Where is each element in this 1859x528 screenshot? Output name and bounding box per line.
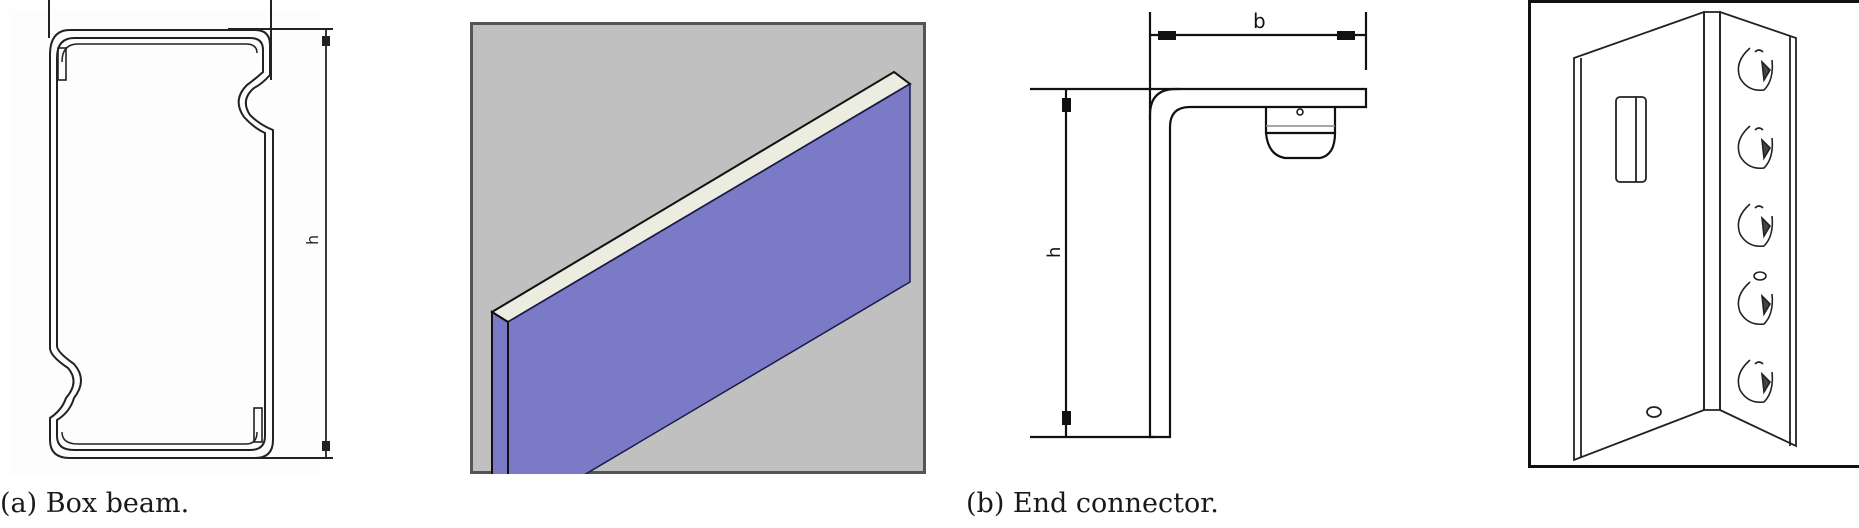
hook-slots [1737, 47, 1774, 404]
box-beam-isometric-panel [470, 22, 926, 474]
caption-a: (a) Box beam. [0, 488, 190, 519]
end-connector-isometric-drawing [1528, 0, 1859, 468]
box-beam-cross-section-panel: h [0, 0, 340, 480]
end-connector-side-view-panel: b h [980, 0, 1380, 460]
end-connector-side-view-drawing: b h [1030, 9, 1368, 439]
dimension-label-b: b [1253, 9, 1266, 33]
caption-b: (b) End connector. [966, 488, 1219, 519]
box-beam-isometric-drawing [470, 22, 926, 474]
dimension-label-h: h [303, 235, 322, 245]
box-beam-cross-section-drawing: h [10, 0, 333, 475]
end-connector-isometric-panel [1528, 0, 1859, 470]
dimension-label-h: h [1044, 247, 1065, 258]
